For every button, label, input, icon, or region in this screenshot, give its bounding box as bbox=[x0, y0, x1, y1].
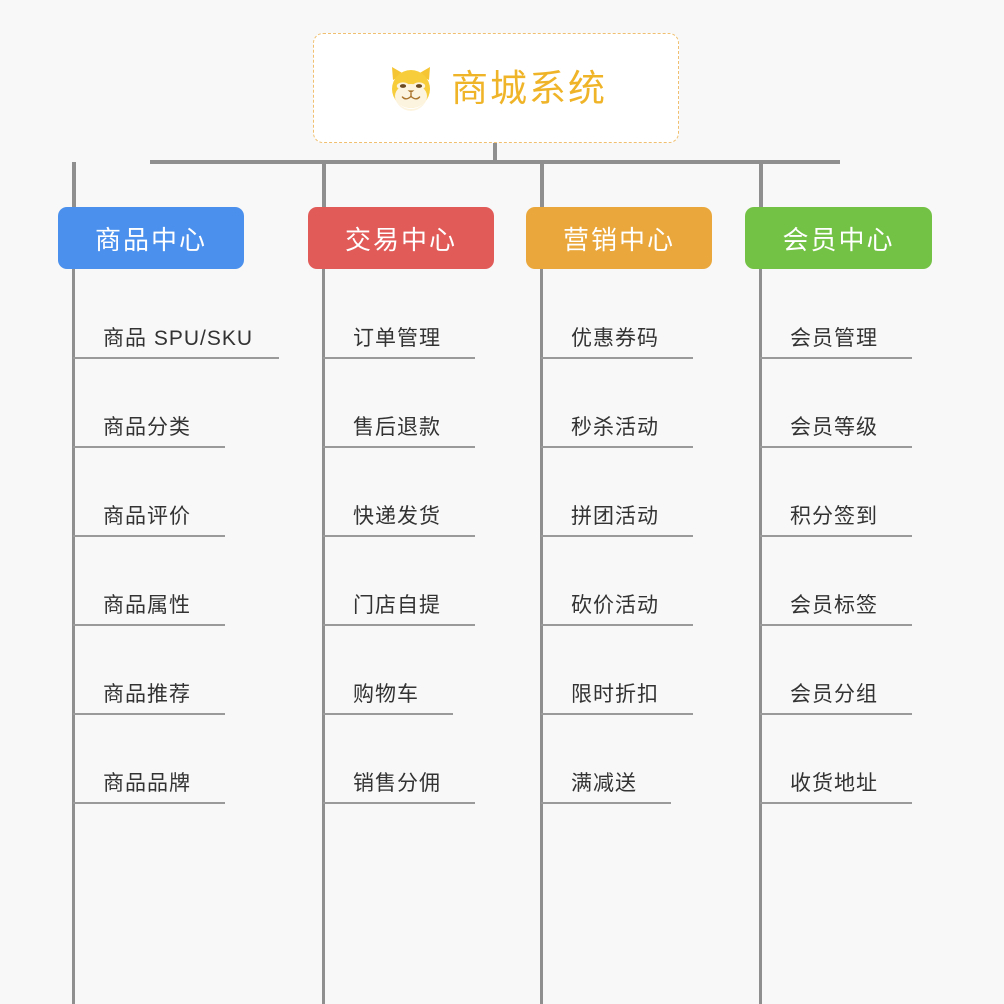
connector-horizontal-bus bbox=[150, 160, 840, 164]
list-item-rule bbox=[541, 446, 693, 448]
list-item-label: 会员标签 bbox=[790, 594, 878, 617]
list-item-label: 售后退款 bbox=[353, 416, 441, 439]
list-item-label: 砍价活动 bbox=[571, 594, 659, 617]
list-item-rule bbox=[73, 624, 225, 626]
list-item-rule bbox=[541, 802, 671, 804]
list-item-rule bbox=[760, 802, 912, 804]
connector-drop-marketing-center bbox=[540, 162, 544, 208]
connector-drop-product-center bbox=[72, 162, 76, 208]
list-item-rule bbox=[541, 357, 693, 359]
list-item-rule bbox=[323, 446, 475, 448]
list-item-label: 商品评价 bbox=[103, 505, 191, 528]
branch-spine-marketing-center bbox=[540, 269, 543, 1004]
list-item-label: 商品 SPU/SKU bbox=[103, 327, 254, 350]
shiba-dog-face-icon bbox=[385, 62, 437, 114]
root-node-shop-system[interactable]: 商城系统 bbox=[313, 33, 679, 143]
list-item-label: 商品分类 bbox=[103, 416, 191, 439]
branch-header-member-center[interactable]: 会员中心 bbox=[745, 207, 932, 269]
list-item-label: 秒杀活动 bbox=[571, 416, 659, 439]
list-item-label: 销售分佣 bbox=[353, 772, 441, 795]
list-item-rule bbox=[73, 713, 225, 715]
branch-spine-member-center bbox=[759, 269, 762, 1004]
branch-header-marketing-center[interactable]: 营销中心 bbox=[526, 207, 712, 269]
list-item-label: 会员分组 bbox=[790, 683, 878, 706]
list-item-rule bbox=[323, 624, 475, 626]
list-item-label: 门店自提 bbox=[353, 594, 441, 617]
diagram-canvas: 商城系统 商品中心 商品 SPU/SKU 商品分类 商品评价 商品属性 商品推荐 bbox=[58, 33, 932, 1004]
list-item-rule bbox=[760, 535, 912, 537]
list-item-rule bbox=[73, 357, 279, 359]
list-item-label: 拼团活动 bbox=[571, 505, 659, 528]
list-item-rule bbox=[760, 713, 912, 715]
list-item-rule bbox=[323, 802, 475, 804]
list-item-label: 订单管理 bbox=[353, 327, 441, 350]
list-item-label: 满减送 bbox=[571, 772, 637, 795]
root-node-title: 商城系统 bbox=[451, 67, 607, 109]
list-item-rule bbox=[760, 624, 912, 626]
branch-header-trade-center[interactable]: 交易中心 bbox=[308, 207, 494, 269]
branch-header-product-center[interactable]: 商品中心 bbox=[58, 207, 244, 269]
list-item-label: 商品品牌 bbox=[103, 772, 191, 795]
list-item-rule bbox=[323, 713, 453, 715]
list-item-rule bbox=[73, 802, 225, 804]
branch-spine-product-center bbox=[72, 269, 75, 1004]
list-item-label: 会员等级 bbox=[790, 416, 878, 439]
list-item-label: 商品属性 bbox=[103, 594, 191, 617]
list-item-label: 会员管理 bbox=[790, 327, 878, 350]
list-item-rule bbox=[760, 357, 912, 359]
list-item-rule bbox=[323, 535, 475, 537]
list-item-rule bbox=[541, 535, 693, 537]
list-item-rule bbox=[323, 357, 475, 359]
connector-root-stem bbox=[493, 143, 497, 164]
list-item-label: 快递发货 bbox=[353, 505, 441, 528]
list-item-rule bbox=[73, 446, 225, 448]
list-item-rule bbox=[760, 446, 912, 448]
connector-drop-trade-center bbox=[322, 162, 326, 208]
connector-drop-member-center bbox=[759, 162, 763, 208]
list-item-label: 限时折扣 bbox=[571, 683, 659, 706]
list-item-label: 商品推荐 bbox=[103, 683, 191, 706]
branch-spine-trade-center bbox=[322, 269, 325, 1004]
list-item-rule bbox=[541, 713, 693, 715]
list-item-rule bbox=[73, 535, 225, 537]
list-item-label: 积分签到 bbox=[790, 505, 878, 528]
list-item-label: 收货地址 bbox=[790, 772, 878, 795]
list-item-rule bbox=[541, 624, 693, 626]
list-item-label: 优惠券码 bbox=[571, 327, 659, 350]
list-item-label: 购物车 bbox=[353, 683, 419, 706]
